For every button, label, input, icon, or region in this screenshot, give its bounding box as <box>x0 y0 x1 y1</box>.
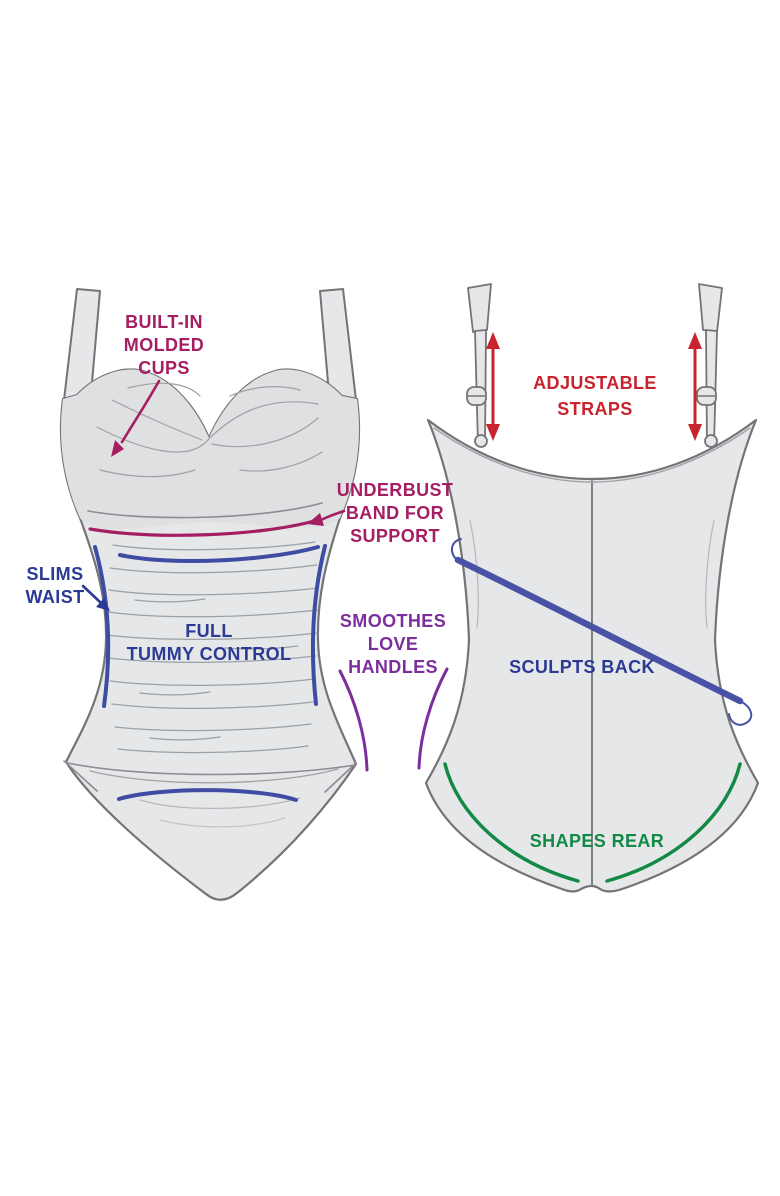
love-handles-curve-right <box>417 667 449 770</box>
shapes-rear-curve-right <box>605 762 742 883</box>
feature-curves <box>88 519 753 883</box>
cups-arrow-icon <box>111 379 161 457</box>
front-bust-panel <box>60 369 360 530</box>
underbust-arrow-icon <box>307 509 346 526</box>
front-ruching-lines <box>106 541 319 828</box>
label-line: CUPS <box>138 358 190 378</box>
label-line: UNDERBUST <box>336 480 454 500</box>
label-line: STRAPS <box>557 399 633 419</box>
label-full-tummy-control: FULL TUMMY CONTROL <box>89 620 329 666</box>
label-line: BUILT-IN <box>125 312 203 332</box>
label-line: WAIST <box>25 587 85 607</box>
hip-arc <box>117 788 298 802</box>
waist-curve-right <box>311 544 327 706</box>
label-underbust-band-for-support: UNDERBUST BAND FOR SUPPORT <box>320 479 470 548</box>
back-right-strap-top <box>698 283 723 333</box>
underbust-band-line <box>88 519 316 537</box>
label-line: SLIMS <box>26 564 84 584</box>
underbust-support-arc <box>118 545 320 563</box>
sash-hook-left <box>451 538 462 562</box>
label-line: FULL <box>185 621 233 641</box>
label-line: SMOOTHES <box>339 611 447 631</box>
label-line: TUMMY CONTROL <box>126 644 292 664</box>
adjustable-straps-arrow-left-icon <box>486 332 500 441</box>
label-built-in-molded-cups: BUILT-IN MOLDED CUPS <box>84 311 244 380</box>
back-straps <box>466 283 723 448</box>
label-line: LOVE <box>367 634 419 654</box>
slims-waist-arrow-icon <box>81 584 110 611</box>
front-view-illustration <box>59 288 361 901</box>
label-line: SHAPES REAR <box>529 831 665 851</box>
label-line: SCULPTS BACK <box>509 657 655 677</box>
label-line: MOLDED <box>123 335 205 355</box>
shapes-rear-curve-left <box>443 762 580 883</box>
sculpts-back-sash <box>454 556 744 705</box>
label-slims-waist: SLIMS WAIST <box>0 563 110 609</box>
label-line: SUPPORT <box>350 526 440 546</box>
love-handles-curve-left <box>338 669 369 772</box>
label-line: ADJUSTABLE <box>533 373 657 393</box>
back-left-strap-top <box>467 283 492 333</box>
label-adjustable-straps: ADJUSTABLE STRAPS <box>505 370 685 422</box>
right-strap-ring <box>704 434 718 448</box>
adjustable-straps-arrow-right-icon <box>688 332 702 441</box>
back-seam-lines <box>433 427 751 887</box>
annotation-arrows <box>81 332 702 611</box>
label-shapes-rear: SHAPES REAR <box>487 830 707 853</box>
waist-curve-left <box>93 545 111 708</box>
label-sculpts-back: SCULPTS BACK <box>472 656 692 679</box>
label-line: BAND FOR <box>345 503 445 523</box>
left-strap-ring <box>474 434 488 448</box>
sash-hook-right <box>728 700 753 726</box>
back-view-illustration <box>424 283 760 893</box>
label-line: HANDLES <box>348 657 438 677</box>
front-bust-creases <box>96 382 323 478</box>
front-seam-lines <box>63 502 357 793</box>
label-smoothes-love-handles: SMOOTHES LOVE HANDLES <box>318 610 468 679</box>
